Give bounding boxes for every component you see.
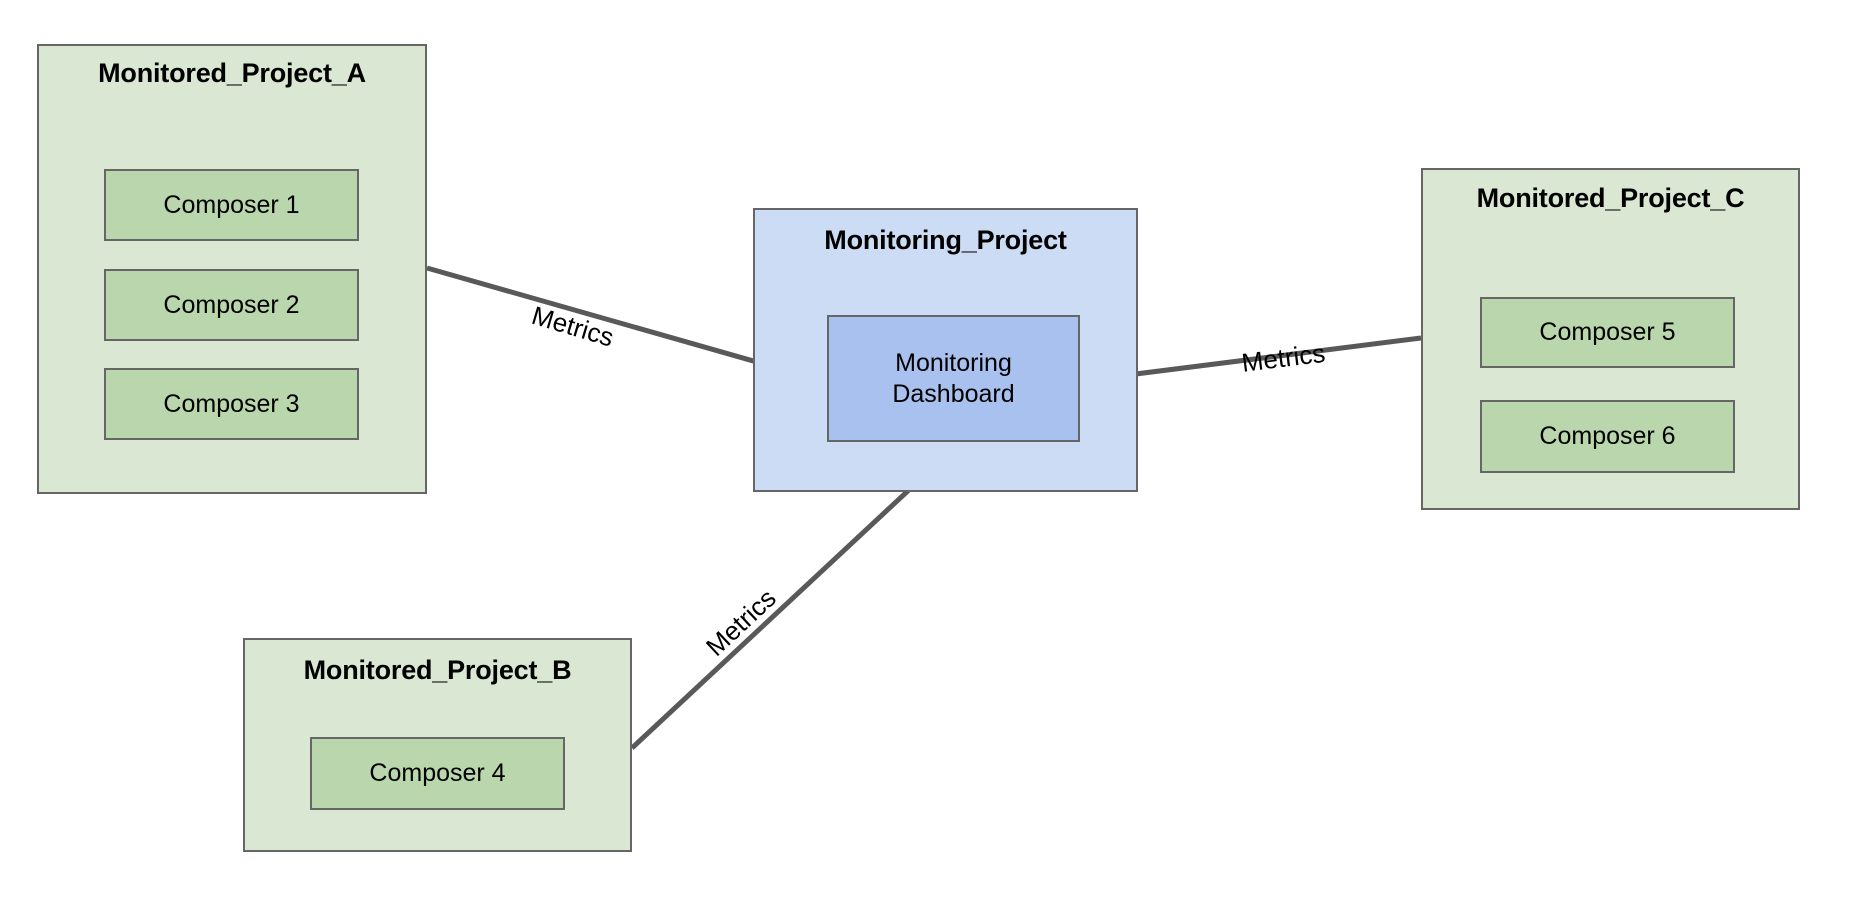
group-title-monitoring-project: Monitoring_Project <box>824 225 1067 255</box>
node-composer-6[interactable]: Composer 6 <box>1480 400 1735 473</box>
node-label: Composer 3 <box>163 389 300 418</box>
group-title-monitored-project-a: Monitored_Project_A <box>98 58 366 88</box>
node-composer-5[interactable]: Composer 5 <box>1480 297 1735 368</box>
group-title-monitored-project-b: Monitored_Project_B <box>303 655 572 685</box>
node-composer-4[interactable]: Composer 4 <box>310 737 565 810</box>
node-label-line: Dashboard <box>892 379 1015 408</box>
group-title-monitored-project-c: Monitored_Project_C <box>1476 183 1745 213</box>
node-label-line: Monitoring <box>895 349 1012 377</box>
node-label: Composer 2 <box>163 290 300 319</box>
edge-c-to-dashboard <box>1084 335 1422 393</box>
node-label: Composer 5 <box>1539 318 1676 346</box>
node-composer-3[interactable]: Composer 3 <box>104 368 359 440</box>
node-label: Composer 6 <box>1539 422 1676 450</box>
node-label: Composer 4 <box>369 759 506 787</box>
edge-b-to-dashboard <box>630 444 958 750</box>
node-composer-1[interactable]: Composer 1 <box>104 169 359 241</box>
node-label: Composer 1 <box>163 190 300 219</box>
node-composer-2[interactable]: Composer 2 <box>104 269 359 341</box>
